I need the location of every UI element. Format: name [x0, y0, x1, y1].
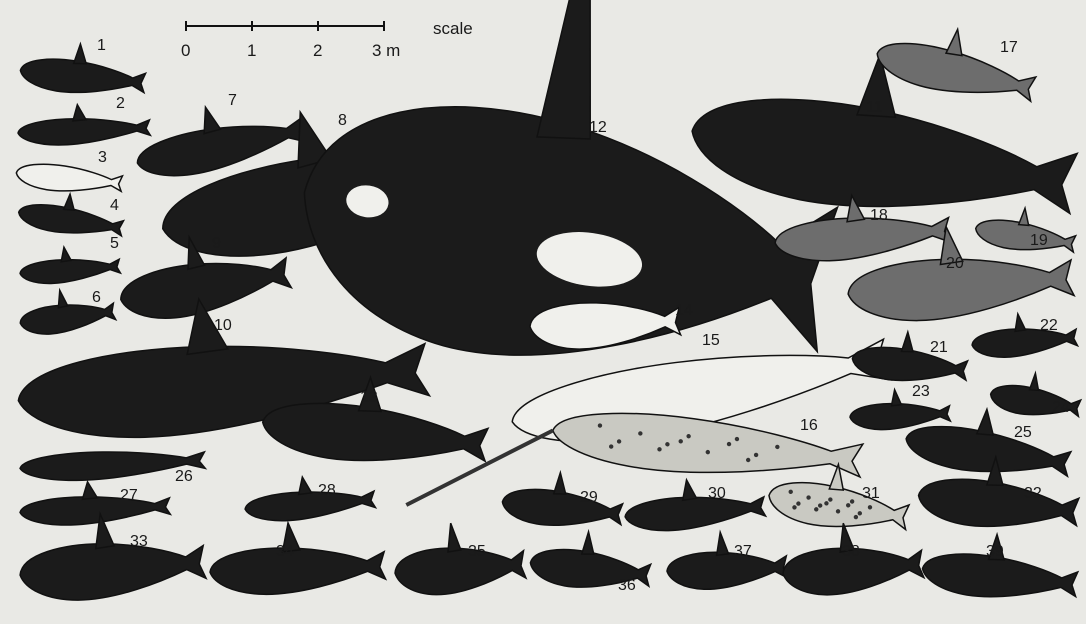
species-label-29: 29: [580, 489, 598, 506]
species-label-37: 37: [734, 543, 752, 560]
scale-tick-1: 1: [247, 41, 256, 60]
species-label-38: 38: [842, 543, 860, 560]
species-label-4: 4: [110, 197, 119, 214]
species-label-8: 8: [338, 112, 347, 129]
species-label-11: 11: [866, 99, 883, 116]
scale-caption: scale: [433, 19, 473, 38]
scale-tick-2: 2: [313, 41, 322, 60]
species-label-6: 6: [92, 289, 101, 306]
species-label-36: 36: [618, 577, 636, 594]
species-label-35: 35: [468, 543, 486, 560]
species-label-19: 19: [1030, 232, 1048, 249]
species-label-27: 27: [120, 487, 138, 504]
species-label-34: 34: [276, 543, 294, 560]
species-label-20: 20: [946, 255, 964, 272]
species-label-2: 2: [116, 95, 125, 112]
species-label-33: 33: [130, 533, 148, 550]
species-label-9: 9: [212, 235, 221, 252]
scale-tick-0: 0: [181, 41, 190, 60]
scale-tick-3: 3 m: [372, 41, 400, 60]
species-label-39: 39: [986, 543, 1004, 560]
species-label-1: 1: [97, 37, 106, 54]
species-label-26: 26: [175, 468, 193, 485]
species-label-7: 7: [228, 92, 237, 109]
species-label-23: 23: [912, 383, 930, 400]
species-label-13: 13: [360, 389, 378, 406]
species-label-14: 14: [675, 302, 693, 319]
species-label-31: 31: [862, 485, 880, 502]
species-label-16: 16: [800, 417, 818, 434]
species-label-32: 32: [1024, 485, 1042, 502]
species-label-3: 3: [98, 149, 107, 166]
species-label-17: 17: [1000, 39, 1018, 56]
species-label-28: 28: [318, 482, 336, 499]
species-label-12: 12: [589, 119, 607, 136]
species-label-18: 18: [870, 207, 888, 224]
species-label-25: 25: [1014, 424, 1032, 441]
species-label-15: 15: [702, 332, 720, 349]
species-label-21: 21: [930, 339, 948, 356]
species-label-10: 10: [214, 317, 232, 334]
species-label-5: 5: [110, 235, 119, 252]
species-label-30: 30: [708, 485, 726, 502]
species-label-22: 22: [1040, 317, 1058, 334]
species-label-24: 24: [1052, 399, 1070, 416]
